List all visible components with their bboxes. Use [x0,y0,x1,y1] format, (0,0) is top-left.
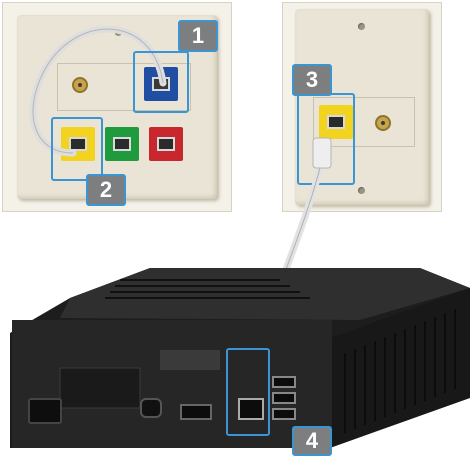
usb-port-icon [272,408,296,420]
console-label-sticker [160,350,220,370]
callout-frame-1 [133,51,189,113]
ethernet-jack-icon [319,105,353,139]
callout-badge-1: 1 [178,20,218,52]
usb-port-icon [272,392,296,404]
ethernet-cable-icon [29,25,167,157]
callout-frame-2 [51,117,103,181]
ethernet-jack-icon [149,127,183,161]
ethernet-jack-icon [105,127,139,161]
callout-frame-4 [226,348,270,436]
callout-badge-4: 4 [292,426,332,456]
callout-badge-3: 3 [292,64,332,96]
insert-frame-top [57,63,191,111]
insert-frame [313,97,415,147]
usb-port-icon [272,376,296,388]
coax-connector-icon [375,115,391,131]
screw-icon [358,187,365,194]
coax-connector-icon [72,77,88,93]
game-console [0,258,474,458]
screw-icon [358,23,365,30]
ethernet-port-icon [238,398,264,420]
usb-port-icon [140,398,162,418]
power-port-icon [28,398,62,424]
ethernet-jack-icon [61,127,95,161]
hdmi-port-icon [180,404,212,420]
callout-badge-2: 2 [86,174,126,206]
